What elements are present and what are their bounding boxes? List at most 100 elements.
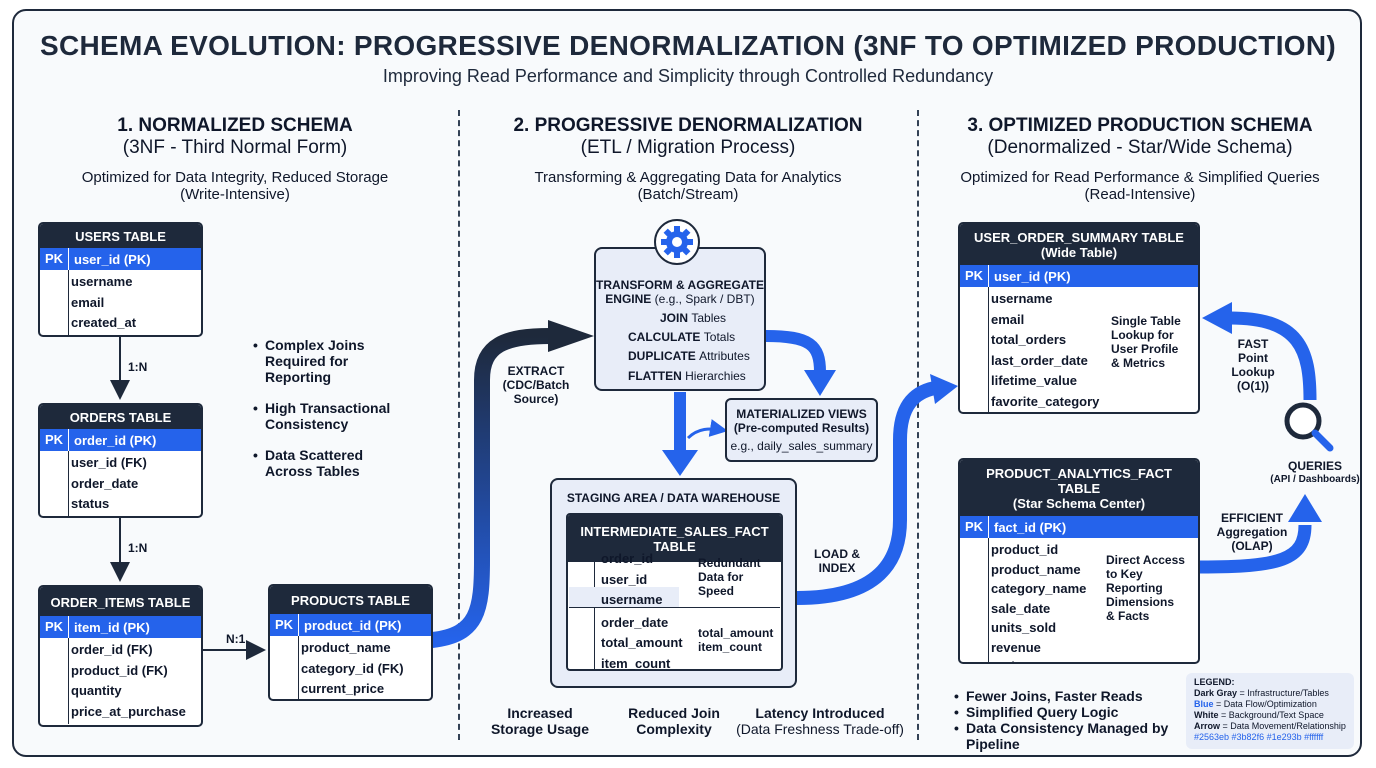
product-analytics-fact-table: PRODUCT_ANALYTICS_FACT TABLE (Star Schem… <box>958 458 1200 664</box>
table-row: order_id (FK) <box>71 642 153 657</box>
materialized-views-subtitle: (Pre-computed Results) <box>733 421 870 435</box>
table-row: current_price <box>301 681 385 696</box>
section-2-desc: Transforming & Aggregating Data for Anal… <box>534 169 842 186</box>
table-row: category_name <box>991 581 1087 596</box>
table-row: order_date <box>601 614 669 630</box>
table-row: total_orders <box>991 332 1067 347</box>
relation-label: 1:N <box>128 541 148 555</box>
section-2-subheading: (ETL / Migration Process) <box>580 137 796 158</box>
table-row: order_date <box>71 475 139 491</box>
table-row: price_at_purchase <box>71 703 186 719</box>
efficient-arrow <box>1199 524 1312 574</box>
queries-label: QUERIES (API / Dashboards) <box>1270 459 1360 485</box>
order-items-table-title: ORDER_ITEMS TABLE <box>40 587 201 616</box>
pk-label: PK <box>960 516 989 538</box>
load-arrow <box>796 381 937 605</box>
efficient-aggregation-label: EFFICIENT Aggregation (OLAP) <box>1216 511 1288 553</box>
table-row: email <box>991 311 1025 327</box>
table-row: user_id <box>601 571 648 587</box>
section-1-desc-2: (Write-Intensive) <box>180 186 290 203</box>
bullet-item: Data Scattered Across Tables <box>253 447 413 479</box>
users-table-title: USERS TABLE <box>40 224 201 248</box>
intermediate-fact-title: INTERMEDIATE_SALES_FACT TABLE <box>568 515 781 562</box>
user-summary-note: Single Table Lookup for User Profile & M… <box>1111 314 1181 370</box>
totals-note: total_amount item_count <box>698 626 774 654</box>
extract-arrow <box>430 328 551 648</box>
tradeoff-join-complexity: Reduced Join Complexity <box>628 705 720 737</box>
table-row: sale_date <box>991 600 1051 616</box>
user-summary-title: USER_ORDER_SUMMARY TABLE (Wide Table) <box>960 224 1198 265</box>
engine-step: DUPLICATE Attributes <box>628 349 750 363</box>
section-1-bullets: Complex Joins Required for Reporting Hig… <box>253 337 413 494</box>
order-items-pk-column: item_id (PK) <box>74 619 150 635</box>
table-row: user_id (FK) <box>71 455 147 470</box>
materialized-views-title: MATERIALIZED VIEWS <box>736 407 867 421</box>
products-table-title: PRODUCTS TABLE <box>270 586 431 614</box>
table-row: quantity <box>71 683 122 698</box>
section-2-desc-2: (Batch/Stream) <box>637 186 739 203</box>
table-row: email <box>71 294 105 310</box>
engine-step: CALCULATE Totals <box>628 330 736 344</box>
legend-row: Arrow = Data Movement/Relationship <box>1194 721 1346 731</box>
fast-lookup-label: FAST Point Lookup (O(1)) <box>1231 337 1275 393</box>
load-label: LOAD & INDEX <box>814 547 860 575</box>
table-row: units_sold <box>991 620 1057 635</box>
pk-label: PK <box>40 248 69 270</box>
table-row: total_amount <box>601 635 683 650</box>
intermediate-fact-rows: order_id user_id username order_date tot… <box>601 549 683 674</box>
legend-colors: #2563eb #3b82f6 #1e293b #ffffff <box>1194 732 1324 742</box>
section-3-heading: 3. OPTIMIZED PRODUCTION SCHEMA <box>967 115 1313 136</box>
products-pk-column: product_id (PK) <box>304 617 402 633</box>
table-row: status <box>71 496 110 511</box>
orders-table-title: ORDERS TABLE <box>40 405 201 429</box>
user-summary-pk-column: user_id (PK) <box>994 268 1071 284</box>
fast-arrow <box>1229 311 1317 401</box>
user-order-summary-table: USER_ORDER_SUMMARY TABLE (Wide Table) PK… <box>958 222 1200 414</box>
table-row: product_id <box>991 542 1059 557</box>
magnifier-icon <box>1284 402 1334 452</box>
section-divider-2 <box>917 110 919 740</box>
engine-title-2: ENGINE (e.g., Spark / DBT) <box>605 292 755 306</box>
table-row: last_order_date <box>991 352 1088 368</box>
table-row: username <box>601 592 663 607</box>
tradeoff-storage: Increased Storage Usage <box>490 705 590 737</box>
table-row: revenue <box>991 639 1041 655</box>
highlighted-row <box>569 587 679 607</box>
section-divider-1 <box>458 110 460 740</box>
pk-label: PK <box>960 265 989 287</box>
engine-title: TRANSFORM & AGGREGATE <box>596 278 764 292</box>
legend-row: Dark Gray = Infrastructure/Tables <box>1194 688 1329 698</box>
table-row: username <box>991 291 1053 306</box>
section-3-subheading: (Denormalized - Star/Wide Schema) <box>987 137 1293 158</box>
product-fact-pk-column: fact_id (PK) <box>994 519 1067 535</box>
section-1-subheading: (3NF - Third Normal Form) <box>122 137 348 158</box>
table-row: region <box>991 657 1198 662</box>
section-1-heading: 1. NORMALIZED SCHEMA <box>117 115 353 136</box>
table-row: order_id <box>601 551 654 566</box>
materialized-views-example: e.g., daily_sales_summary <box>730 439 873 453</box>
section-3-desc: Optimized for Read Performance & Simplif… <box>960 169 1320 186</box>
tradeoff-latency: Latency Introduced (Data Freshness Trade… <box>736 705 904 737</box>
staging-title: STAGING AREA / DATA WAREHOUSE <box>566 491 781 505</box>
legend: LEGEND: Dark Gray = Infrastructure/Table… <box>1186 673 1354 749</box>
section-2-heading: 2. PROGRESSIVE DENORMALIZATION <box>513 115 863 136</box>
table-row: lifetime_value <box>991 373 1077 388</box>
engine-step: FLATTEN Hierarchies <box>628 369 746 383</box>
legend-row: Blue = Data Flow/Optimization <box>1194 699 1317 709</box>
table-row: product_id (FK) <box>71 662 168 678</box>
table-row: item_count <box>601 655 671 671</box>
table-row: product_name <box>991 561 1081 577</box>
materialized-views <box>725 398 878 462</box>
bullet-item: •Data Consistency Managed by Pipeline <box>954 720 1169 752</box>
section-1-desc: Optimized for Data Integrity, Reduced St… <box>81 169 389 186</box>
table-row: favorite_category <box>991 393 1100 409</box>
users-pk-column: user_id (PK) <box>74 251 151 267</box>
pk-label: PK <box>40 616 69 638</box>
product-fact-title: PRODUCT_ANALYTICS_FACT TABLE (Star Schem… <box>960 460 1198 516</box>
table-row: category_id (FK) <box>301 660 404 676</box>
bullet-item: High Transactional Consistency <box>253 400 413 432</box>
orders-pk-column: order_id (PK) <box>74 432 157 448</box>
extract-arrow-head <box>548 320 594 352</box>
